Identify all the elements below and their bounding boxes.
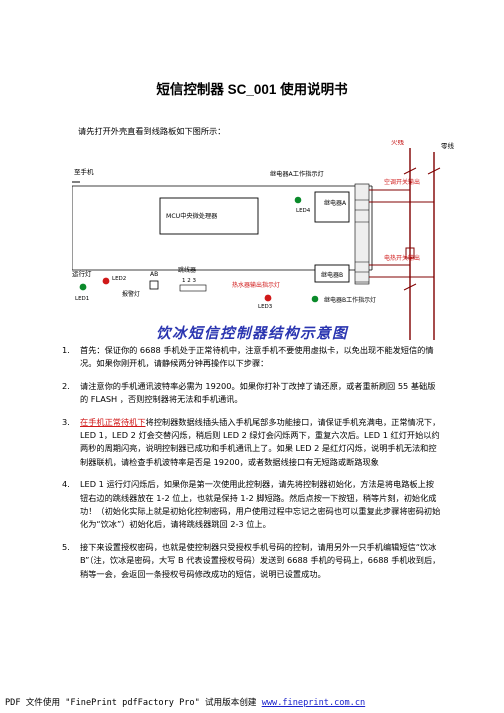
led4-label: LED4	[296, 208, 311, 214]
step-number: 3.	[62, 416, 70, 427]
document-title: 短信控制器 SC_001 使用说明书	[156, 82, 348, 97]
led3-light	[264, 294, 272, 302]
step-number: 5.	[62, 541, 70, 552]
step-text: 将控制器数据线插头插入手机尾部多功能接口，请保证手机充满电，正常情况下，LED …	[80, 416, 441, 467]
relay-b-label: 继电器B	[321, 271, 343, 279]
led3-label: LED3	[258, 304, 273, 310]
jumper-block	[179, 284, 207, 292]
relay-b-indicator-light	[311, 295, 319, 303]
controller-structure-diagram: 至手机 MCU中央微处理器 继电器A工作指示灯 LED4 继电器A 空调开关输出…	[72, 140, 467, 355]
footer-text: PDF 文件使用 "FinePrint pdfFactory Pro" 试用版本…	[5, 698, 262, 708]
phone-label: 至手机	[74, 167, 94, 176]
instruction-list: 1. 首先：保证你的 6688 手机处于正常待机中，注意手机不要使用虚拟卡，以免…	[62, 344, 442, 590]
relay-a-label: 继电器A	[324, 199, 347, 207]
led4-light	[294, 196, 302, 204]
alarm-light-led2	[102, 277, 110, 285]
relay-b-indicator-label: 继电器B工作指示灯	[324, 296, 376, 304]
footer-link[interactable]: www.fineprint.com.cn	[261, 698, 366, 708]
list-item: 3. 在手机正常待机下将控制器数据线插头插入手机尾部多功能接口，请保证手机充满电…	[62, 416, 442, 470]
alarm-light-label: 报警灯	[122, 290, 140, 298]
led2-label: LED2	[112, 276, 126, 282]
list-item: 2. 请注意你的手机通讯波特率必需为 19200。如果你打补丁改掉了请还原，或者…	[62, 380, 442, 407]
list-item: 5. 接下来设置授权密码，也就是使控制器只受授权手机号码的控制，请用另外一只手机…	[62, 541, 442, 581]
neutral-wire-label: 零线	[441, 141, 455, 150]
run-light-label: 运行灯	[72, 269, 92, 278]
step-text-container: 在手机正常待机下将控制器数据线插头插入手机尾部多功能接口，请保证手机充满电，正常…	[80, 416, 442, 470]
jumper-pins-label: 1 2 3	[182, 278, 196, 284]
step-text: 首先：保证你的 6688 手机处于正常待机中，注意手机不要使用虚拟卡，以免出现不…	[80, 345, 434, 369]
step-number: 1.	[62, 345, 70, 355]
step-text: 接下来设置授权密码，也就是使控制器只受授权手机号码的控制，请用另外一只手机编辑短…	[80, 541, 441, 579]
ab-label: AB	[150, 271, 158, 278]
step-text: 请注意你的手机通讯波特率必需为 19200。如果你打补丁改掉了请还原，或者重新刷…	[80, 380, 436, 405]
list-item: 1. 首先：保证你的 6688 手机处于正常待机中，注意手机不要使用虚拟卡，以免…	[62, 344, 442, 371]
highlighted-phrase: 在手机正常待机下	[80, 416, 146, 427]
pdf-footer: PDF 文件使用 "FinePrint pdfFactory Pro" 试用版本…	[5, 696, 365, 708]
diagram-caption: 饮冰短信控制器结构示意图	[156, 325, 348, 342]
heater-output-indicator-label: 热水器输出指示灯	[232, 281, 280, 289]
reset-button	[149, 280, 159, 290]
live-wire-label: 火线	[391, 140, 405, 146]
ac-switch-output-label: 空调开关输出	[384, 178, 420, 186]
heater-switch-output-label: 电热开关输出	[384, 254, 420, 262]
run-light-led1	[79, 283, 87, 291]
mcu-box	[159, 197, 259, 235]
intro-text: 请先打开外壳直看到线路板如下图所示：	[78, 126, 226, 136]
list-item: 4. LED 1 运行灯闪烁后，如果你是第一次使用此控制器，请先将控制器初始化，…	[62, 478, 442, 532]
relay-b-box	[314, 264, 350, 283]
led1-label: LED1	[75, 296, 89, 302]
jumper-label: 跳线器	[178, 266, 196, 274]
mcu-label: MCU中央微处理器	[166, 212, 218, 220]
step-number: 2.	[62, 380, 70, 391]
relay-a-box	[314, 191, 350, 223]
relay-a-indicator-label: 继电器A工作指示灯	[270, 170, 324, 178]
step-text: LED 1 运行灯闪烁后，如果你是第一次使用此控制器，请先将控制器初始化，方法是…	[80, 479, 441, 530]
step-number: 4.	[62, 479, 70, 490]
